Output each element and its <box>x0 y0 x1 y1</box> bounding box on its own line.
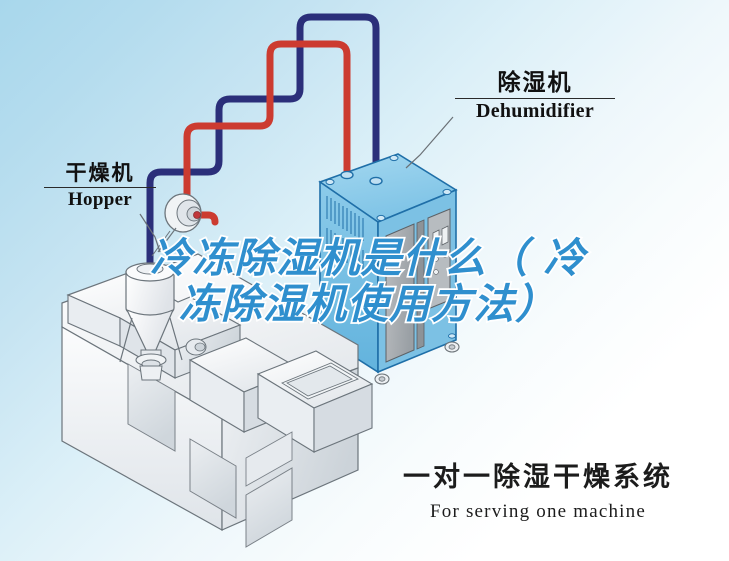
caption-cn: 一对一除湿干燥系统 <box>403 462 673 493</box>
label-dehumidifier: 除湿机 Dehumidifier <box>455 72 615 121</box>
label-hopper: 干燥机 Hopper <box>44 163 156 209</box>
system-caption: 一对一除湿干燥系统 For serving one machine <box>388 455 688 523</box>
label-hopper-en: Hopper <box>67 189 133 210</box>
label-hopper-cn: 干燥机 <box>65 161 135 185</box>
label-hopper-rule <box>44 187 156 188</box>
label-dehumidifier-cn: 除湿机 <box>497 70 573 96</box>
label-dehumidifier-rule <box>455 98 615 99</box>
overlay-title-line-2: 冻除湿机使用方法） <box>177 279 558 328</box>
label-dehumidifier-en: Dehumidifier <box>475 100 595 122</box>
overlay-title-line-1: 冷冻除湿机是什么（ 冷 <box>149 233 587 282</box>
dehumidifier-unit <box>316 153 460 385</box>
leader-lines <box>139 116 454 253</box>
caption-en: For serving one machine <box>430 501 646 522</box>
overlay-title: 冷冻除湿机是什么（ 冷 冻除湿机使用方法） <box>118 233 618 328</box>
pipe-return-air <box>146 13 380 304</box>
drying-hopper <box>119 262 183 381</box>
blower-motor <box>151 193 202 257</box>
vent-louvers <box>326 196 364 273</box>
